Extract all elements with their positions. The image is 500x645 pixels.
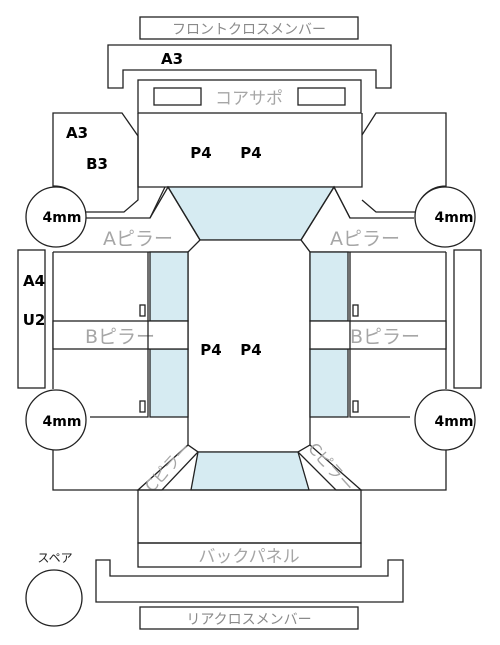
right-front-door-handle (352, 304, 359, 317)
left-rocker-code-top: A4 (23, 272, 45, 290)
left-rear-door-handle (139, 400, 146, 413)
right-body-side (361, 252, 447, 491)
left-front-side-window (149, 251, 189, 322)
front-right-tire (414, 186, 476, 248)
left-door-lines (90, 252, 149, 418)
core-support-box (137, 79, 362, 114)
right-rear-door-handle (352, 400, 359, 413)
core-support-label: コアサポ (215, 89, 283, 109)
core-support-right-cutout (297, 87, 346, 106)
roof-code-right: P4 (240, 341, 261, 359)
hood-code-left: P4 (190, 144, 211, 162)
rear-cross-member-box (139, 606, 359, 630)
right-a-pillar-label: Aピラー (330, 228, 400, 250)
left-rear-side-window (149, 348, 189, 418)
front-cross-member-label: フロントクロスメンバー (172, 22, 326, 38)
spare-tire (25, 569, 83, 627)
right-front-side-window (309, 251, 349, 322)
right-b-pillar (309, 320, 447, 350)
front-right-tire-depth: 4mm (435, 210, 474, 226)
rear-cross-member-label: リアクロスメンバー (186, 612, 311, 628)
rear-bumper (95, 559, 404, 603)
right-door-lines (349, 252, 410, 418)
right-c-pillar-label: Cピラー (304, 439, 358, 496)
front-left-tire-depth: 4mm (43, 210, 82, 226)
left-front-door-handle (139, 304, 146, 317)
roof-code-left: P4 (200, 341, 221, 359)
left-rocker-code-bottom: U2 (23, 311, 46, 329)
left-a-pillar-label: Aピラー (103, 228, 173, 250)
hood-code-right: P4 (240, 144, 261, 162)
left-rocker-panel (17, 249, 46, 389)
trunk-lid (137, 489, 362, 544)
front-bumper (107, 44, 392, 89)
right-rocker-panel (453, 249, 482, 389)
rear-right-tire-depth: 4mm (435, 414, 474, 430)
left-fender-code-top: A3 (66, 124, 88, 142)
left-c-pillar-label: Cピラー (141, 439, 195, 496)
right-b-pillar-label: Bピラー (350, 326, 420, 348)
right-rear-side-window (309, 348, 349, 418)
left-b-pillar-label: Bピラー (85, 326, 155, 348)
front-left-tire (25, 186, 87, 248)
spare-label: スペア (37, 551, 72, 565)
left-b-pillar (52, 320, 189, 350)
left-fender-code-bottom: B3 (86, 155, 108, 173)
left-body-side (52, 252, 138, 491)
back-panel-box (137, 542, 362, 568)
back-panel-label: バックパネル (198, 547, 299, 567)
rear-window (190, 451, 310, 491)
rear-left-tire-depth: 4mm (43, 414, 82, 430)
front-windshield (166, 186, 336, 241)
rear-left-tire (25, 389, 87, 451)
core-support-left-cutout (153, 87, 202, 106)
rear-right-tire (414, 389, 476, 451)
front-bumper-code: A3 (161, 50, 183, 68)
front-cross-member-box (139, 16, 359, 40)
